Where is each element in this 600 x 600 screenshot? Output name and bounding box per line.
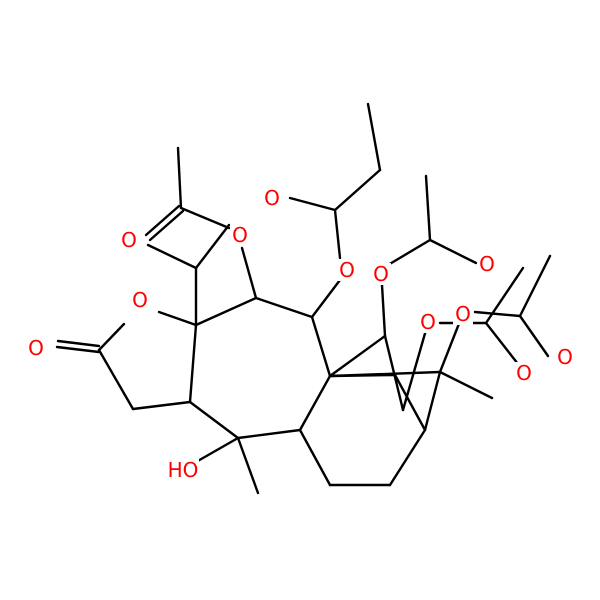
o-acetyl-right2-ester-label: O xyxy=(455,302,471,326)
o-acetyl-left-carbonyl-atom: O xyxy=(119,228,139,252)
o-acetyl-right2-carbonyl-label: O xyxy=(557,345,573,369)
o-acetyl-mid-carbonyl-label: O xyxy=(479,252,495,276)
o-acetyl-right1-ester-atom: O xyxy=(418,310,438,334)
o-acetyl-right1-carbonyl-atom: O xyxy=(514,361,534,385)
o-lactone-carbonyl-atom: O xyxy=(26,336,46,360)
o-acetyl-left-ester-atom: O xyxy=(230,223,250,247)
o-acetyl-right1-carbonyl-label: O xyxy=(516,361,532,385)
o-lactone-ring-label: O xyxy=(132,288,148,312)
o-propionyl-ester-label: O xyxy=(339,258,355,282)
bond-lines xyxy=(55,102,552,495)
o-acetyl-mid-ester-label: O xyxy=(373,262,389,286)
o-acetyl-mid-carbonyl-atom: O xyxy=(477,252,497,276)
o-lactone-ring-atom: O xyxy=(130,288,150,312)
hydroxyl-group: HO xyxy=(167,458,199,482)
o-acetyl-left-ester-label: O xyxy=(232,223,248,247)
o-acetyl-right2-ester-atom: O xyxy=(453,302,473,326)
o-lactone-carbonyl-label: O xyxy=(28,336,44,360)
o-acetyl-mid-ester-atom: O xyxy=(371,262,391,286)
o-acetyl-right2-carbonyl-atom: O xyxy=(555,345,575,369)
o-acetyl-right1-ester-label: O xyxy=(420,310,436,334)
o-propionyl-carbonyl-label: O xyxy=(264,186,280,210)
hydroxyl-label: HO xyxy=(168,458,199,482)
o-propionyl-carbonyl-atom: O xyxy=(262,186,282,210)
atom-labels: O O O O O O O O xyxy=(26,186,575,482)
o-propionyl-ester-atom: O xyxy=(337,258,357,282)
o-acetyl-left-carbonyl-label: O xyxy=(121,228,137,252)
